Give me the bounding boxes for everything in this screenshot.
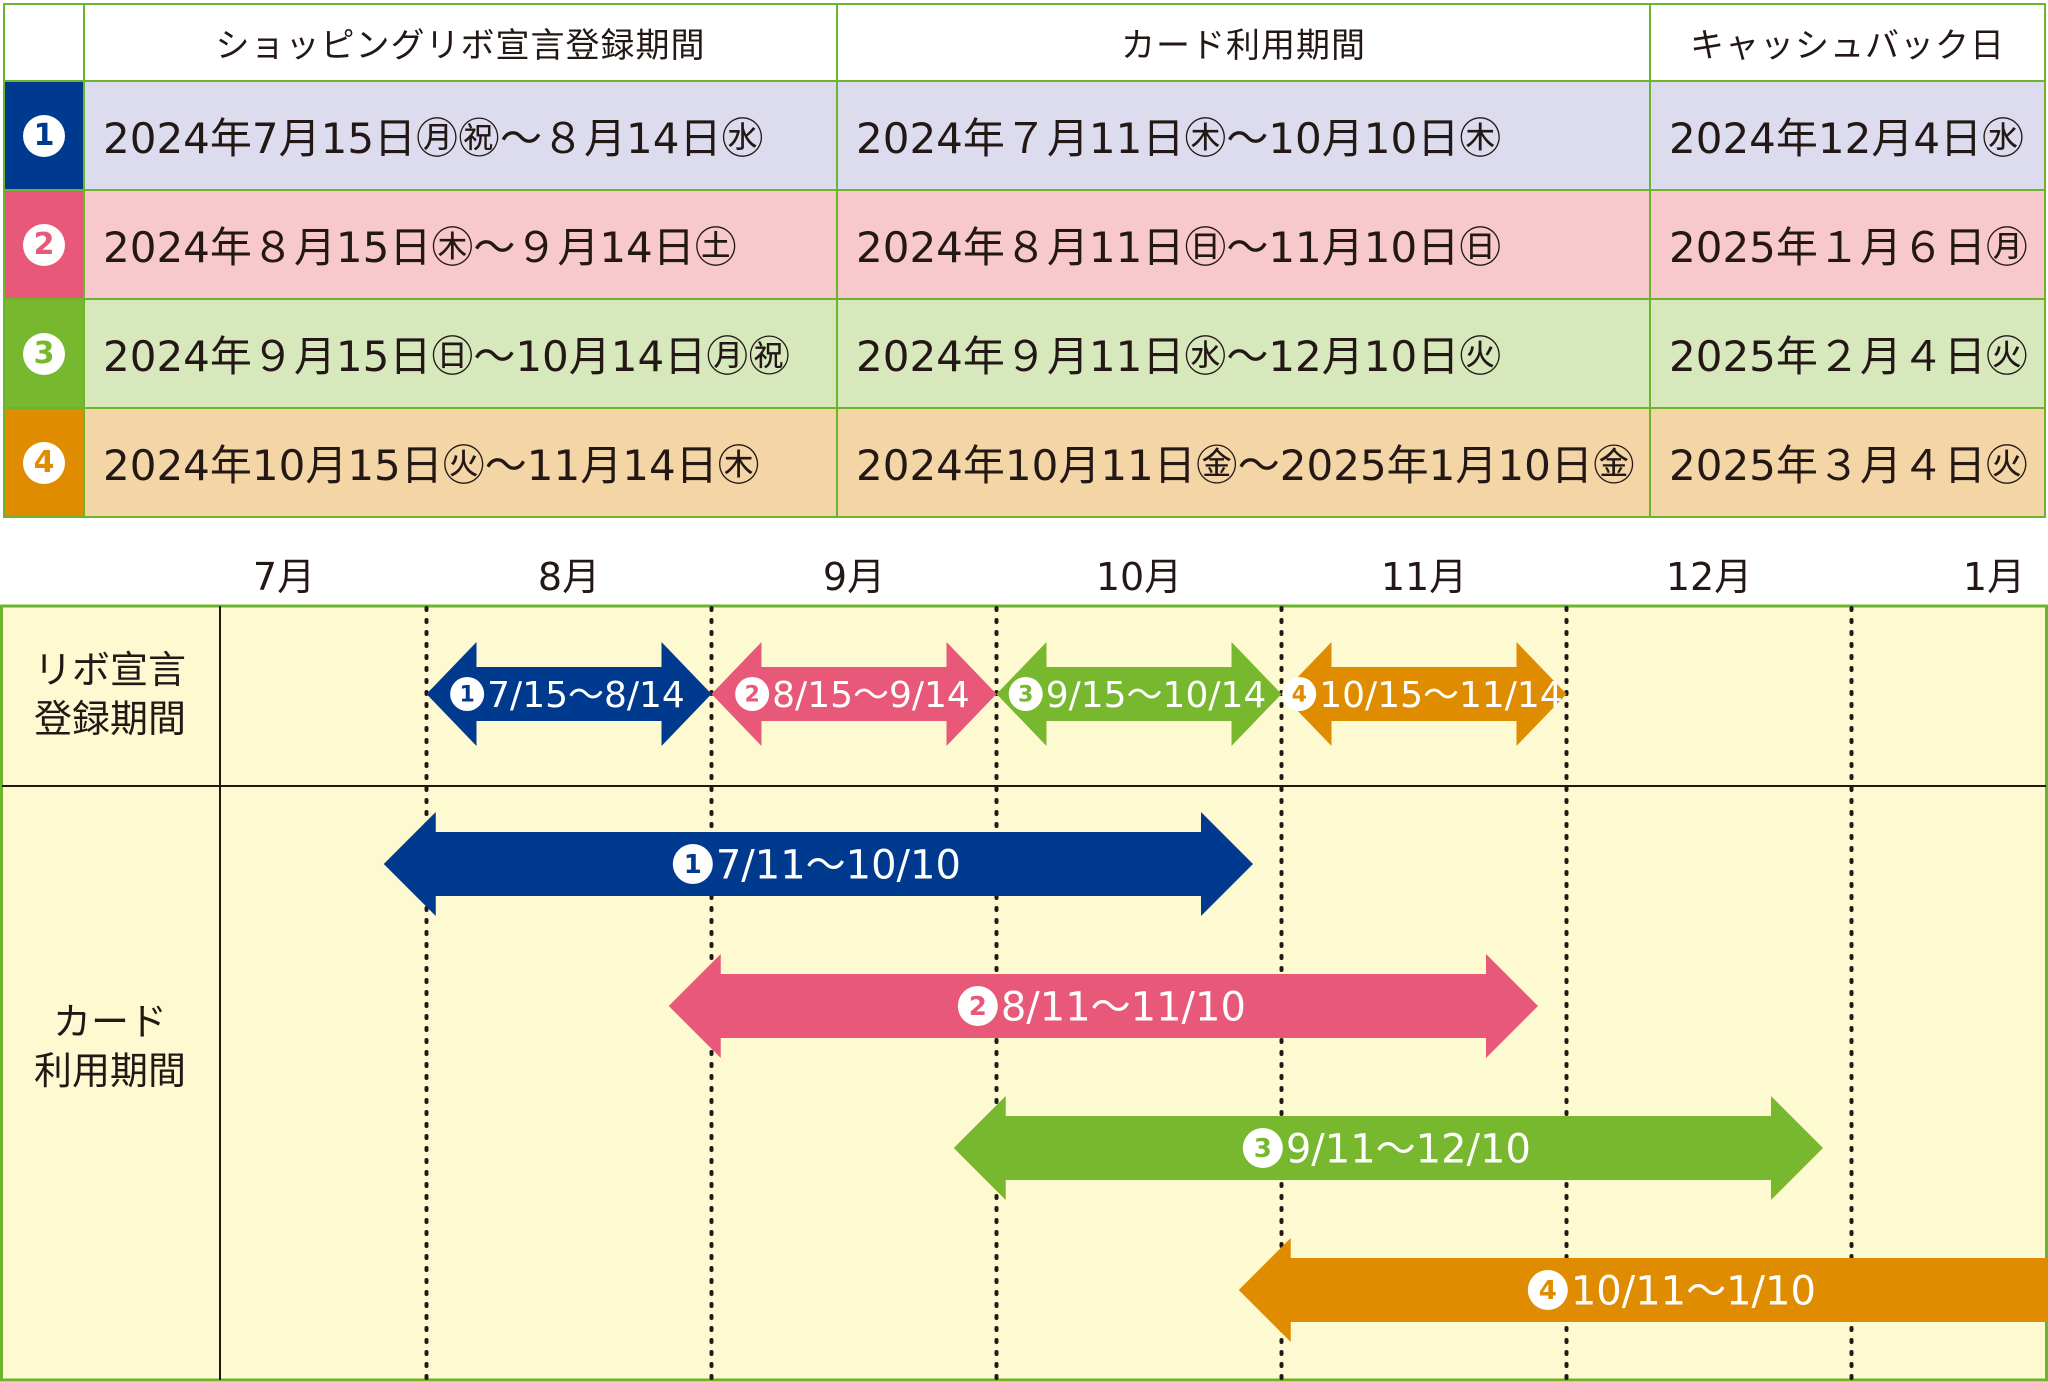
cashback-date-cell: 2025年１月６日㊊	[1649, 189, 2046, 300]
period-arrow-label: 7/15～8/14	[487, 675, 685, 716]
timeline-diagram: 7月 8月 9月 10月 11月 12月 1月 リボ宣言 登録期間 カード 利用期間 7/1…	[0, 555, 2048, 1382]
period-number: 1	[684, 850, 702, 880]
registration-period: 2024年９月15日㊐～10月14日㊊㊗	[103, 332, 791, 381]
usage-period: 2024年８月11日㊐～11月10日㊐	[856, 223, 1502, 272]
period-arrow-shape	[1238, 1238, 2048, 1342]
period-arrow-label: 9/15～10/14	[1046, 675, 1267, 716]
usage-period-cell: 2024年８月11日㊐～11月10日㊐	[836, 189, 1651, 300]
period-arrow-label: 8/15～9/14	[772, 675, 970, 716]
period-number: 2	[969, 992, 987, 1022]
period-number: 2	[744, 682, 759, 708]
table-row: 1 2024年7月15日㊊㊗～８月14日㊌ 2024年７月11日㊍～10月10日…	[3, 80, 2046, 191]
usage-period: 2024年９月11日㊌～12月10日㊋	[856, 332, 1502, 381]
cashback-date: 2024年12月4日㊌	[1669, 114, 2025, 163]
registration-period: 2024年10月15日㊋～11月14日㊍	[103, 441, 760, 490]
period-arrow: 8/11～11/10 2	[668, 954, 1538, 1058]
period-arrow: 7/15～8/14 1	[426, 642, 712, 746]
cashback-date: 2025年２月４日㊋	[1669, 332, 2028, 381]
table-header-row: ショッピングリボ宣言登録期間 カード利用期間 キャッシュバック日	[3, 3, 2046, 82]
month-tick-label: 1月	[1963, 555, 2025, 599]
usage-period-arrows: 7/11～10/10 1 8/11～11/10 2 9/11～12/10 3 10/11～1…	[383, 812, 2048, 1342]
period-number-badge	[1242, 1128, 1283, 1168]
month-tick-label: 12月	[1666, 555, 1752, 599]
period-number: 3	[1018, 682, 1033, 708]
month-tick-label: 8月	[538, 555, 600, 599]
period-arrow-label: 9/11～12/10	[1286, 1126, 1531, 1172]
header-corner	[3, 3, 85, 82]
period-arrow-shape	[953, 1096, 1823, 1200]
registration-section-label: 登録期間	[34, 697, 186, 741]
month-tick-label: 10月	[1096, 555, 1182, 599]
row-number-badge: 2	[23, 223, 65, 266]
header-registration-period: ショッピングリボ宣言登録期間	[83, 3, 838, 82]
period-arrow-label: 10/11～1/10	[1571, 1268, 1816, 1314]
period-number-badge	[672, 844, 713, 884]
registration-period-cell: 2024年7月15日㊊㊗～８月14日㊌	[83, 80, 838, 191]
registration-period-cell: 2024年10月15日㊋～11月14日㊍	[83, 407, 838, 518]
table-row: 4 2024年10月15日㊋～11月14日㊍ 2024年10月11日㊎～2025…	[3, 407, 2046, 518]
cashback-date: 2025年３月４日㊋	[1669, 441, 2028, 490]
header-cashback-date: キャッシュバック日	[1649, 3, 2046, 82]
period-number: 4	[1539, 1276, 1557, 1306]
registration-period-cell: 2024年９月15日㊐～10月14日㊊㊗	[83, 298, 838, 409]
period-arrow-shape	[711, 642, 997, 746]
usage-section-label: カード	[53, 1000, 167, 1044]
period-arrow: 8/15～9/14 2	[711, 642, 997, 746]
registration-period-cell: 2024年８月15日㊍～９月14日㊏	[83, 189, 838, 300]
row-number-cell: 1	[3, 80, 85, 191]
period-number-badge	[1527, 1270, 1568, 1310]
usage-period-cell: 2024年10月11日㊎～2025年1月10日㊎	[836, 407, 1651, 518]
usage-period: 2024年10月11日㊎～2025年1月10日㊎	[856, 441, 1635, 490]
period-number: 1	[459, 682, 474, 708]
usage-period-cell: 2024年９月11日㊌～12月10日㊋	[836, 298, 1651, 409]
table-row: 2 2024年８月15日㊍～９月14日㊏ 2024年８月11日㊐～11月10日㊐…	[3, 189, 2046, 300]
period-arrow: 10/11～1/10 4	[1238, 1238, 2048, 1342]
registration-section-label: リボ宣言	[34, 648, 186, 692]
period-arrow-shape	[383, 812, 1253, 916]
period-arrow: 9/11～12/10 3	[953, 1096, 1823, 1200]
row-number-badge: 1	[23, 114, 65, 157]
cashback-date-cell: 2025年３月４日㊋	[1649, 407, 2046, 518]
usage-period-cell: 2024年７月11日㊍～10月10日㊍	[836, 80, 1651, 191]
schedule-table: ショッピングリボ宣言登録期間 カード利用期間 キャッシュバック日 1 2024年…	[3, 3, 2046, 518]
period-number-badge	[1008, 677, 1043, 711]
cashback-date-cell: 2025年２月４日㊋	[1649, 298, 2046, 409]
cashback-date: 2025年１月６日㊊	[1669, 223, 2028, 272]
period-number-badge	[450, 677, 485, 711]
row-number-badge: 3	[23, 332, 65, 375]
period-arrow-label: 8/11～11/10	[1001, 984, 1246, 1030]
period-arrow: 10/15～11/14 4	[1281, 642, 1567, 746]
row-number-cell: 2	[3, 189, 85, 300]
row-number-cell: 3	[3, 298, 85, 409]
period-arrow-shape	[426, 642, 712, 746]
table-row: 3 2024年９月15日㊐～10月14日㊊㊗ 2024年９月11日㊌～12月10…	[3, 298, 2046, 409]
month-tick-label: 9月	[823, 555, 885, 599]
period-number-badge	[735, 677, 770, 711]
usage-section-label: 利用期間	[34, 1049, 186, 1093]
period-arrow-shape	[996, 642, 1282, 746]
header-card-usage-period: カード利用期間	[836, 3, 1651, 82]
period-number: 3	[1254, 1134, 1272, 1164]
period-arrow-shape	[668, 954, 1538, 1058]
cashback-date-cell: 2024年12月4日㊌	[1649, 80, 2046, 191]
period-arrow-shape	[1281, 642, 1567, 746]
row-number-cell: 4	[3, 407, 85, 518]
period-arrow: 7/11～10/10 1	[383, 812, 1253, 916]
period-number-badge	[1282, 677, 1317, 711]
usage-period: 2024年７月11日㊍～10月10日㊍	[856, 114, 1502, 163]
period-arrow: 9/15～10/14 3	[996, 642, 1282, 746]
registration-period: 2024年８月15日㊍～９月14日㊏	[103, 223, 737, 272]
registration-period: 2024年7月15日㊊㊗～８月14日㊌	[103, 114, 764, 163]
month-tick-label: 11月	[1381, 555, 1467, 599]
period-number: 4	[1292, 682, 1307, 708]
period-arrow-label: 7/11～10/10	[716, 842, 961, 888]
period-number-badge	[957, 986, 998, 1026]
month-labels: 7月 8月 9月 10月 11月 12月 1月	[253, 555, 2025, 599]
period-arrow-label: 10/15～11/14	[1319, 675, 1563, 716]
row-number-badge: 4	[23, 441, 65, 484]
month-tick-label: 7月	[253, 555, 315, 599]
registration-period-arrows: 7/15～8/14 1 8/15～9/14 2 9/15～10/14 3 10/15～11/…	[426, 642, 1567, 746]
